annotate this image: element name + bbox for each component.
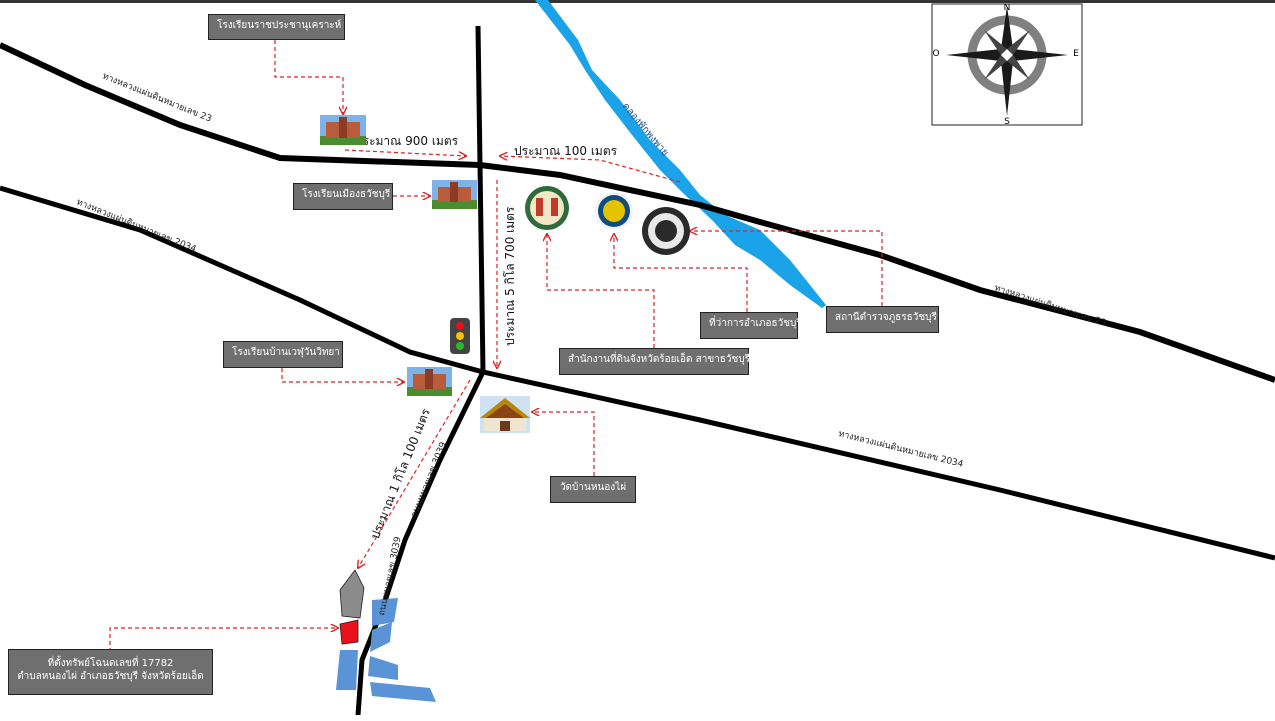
neighbor-plot <box>339 569 365 619</box>
top-border <box>0 0 1275 3</box>
land-plot <box>370 682 436 702</box>
distance-1km100m: ประมาณ 1 กิโล 100 เมตร <box>368 406 433 541</box>
compass-south-label: S <box>1004 117 1010 127</box>
temple-icon <box>480 396 530 433</box>
label-property-location: ที่ตั้งทรัพย์โฉนดเลขที่ 17782 ตำบลหนองไผ… <box>8 649 213 695</box>
distance-900m: ประมาณ 900 เมตร <box>355 134 459 148</box>
subject-plot <box>339 619 359 645</box>
road-3039 <box>355 25 486 716</box>
label-school-ban-wa-witthaya: โรงเรียนบ้านเวฬุวันวิทยา <box>223 341 343 368</box>
label-police-station: สถานีตำรวจภูธรธวัชบุรี <box>826 306 939 333</box>
road-label-hwy23-right: ทางหลวงแผ่นดินหมายเลข 23 <box>993 282 1107 329</box>
traffic-light-icon <box>450 318 470 354</box>
school-building-icon <box>407 367 452 396</box>
leader-lines <box>109 40 883 652</box>
district-seal-icon <box>595 192 633 230</box>
label-school-rachaprachanukroh: โรงเรียนราชประชานุเคราะห์ <box>208 14 345 40</box>
land-plot <box>368 656 398 680</box>
compass-rose: N S E O <box>931 3 1083 127</box>
property-address-line: ตำบลหนองไผ่ อำเภอธวัชบุรี จังหวัดร้อยเอ็… <box>17 671 204 682</box>
police-seal-icon <box>642 207 690 255</box>
property-deed-line: ที่ตั้งทรัพย์โฉนดเลขที่ 17782 <box>47 658 174 669</box>
distance-100m: ประมาณ 100 เมตร <box>514 144 618 158</box>
highway-2034 <box>0 185 1275 561</box>
school-building-icon <box>432 180 477 209</box>
road-label-hwy2034-right: ทางหลวงแผ่นดินหมายเลข 2034 <box>837 428 964 470</box>
label-land-office: สำนักงานที่ดินจังหวัดร้อยเอ็ด สาขาธวัชบุ… <box>559 348 750 375</box>
compass-west-label: O <box>932 49 939 59</box>
land-office-seal-icon <box>525 186 569 230</box>
label-school-mueang-watcharaburi: โรงเรียนเมืองธวัชบุรี <box>293 183 393 210</box>
distance-5km700m: ประมาณ 5 กิโล 700 เมตร <box>503 206 517 346</box>
land-plot <box>336 650 358 690</box>
land-plot <box>370 622 392 652</box>
label-temple: วัดบ้านหนองไผ่ <box>550 476 636 503</box>
land-plot <box>372 598 398 626</box>
road-label-hwy2034-left: ทางหลวงแผ่นดินหมายเลข 2034 <box>75 197 198 255</box>
compass-north-label: N <box>1004 3 1011 13</box>
label-district-office: ที่ว่าการอำเภอธวัชบุรี <box>700 312 802 339</box>
school-building-icon <box>320 115 366 145</box>
compass-east-label: E <box>1073 49 1079 59</box>
highway-23 <box>0 42 1275 383</box>
